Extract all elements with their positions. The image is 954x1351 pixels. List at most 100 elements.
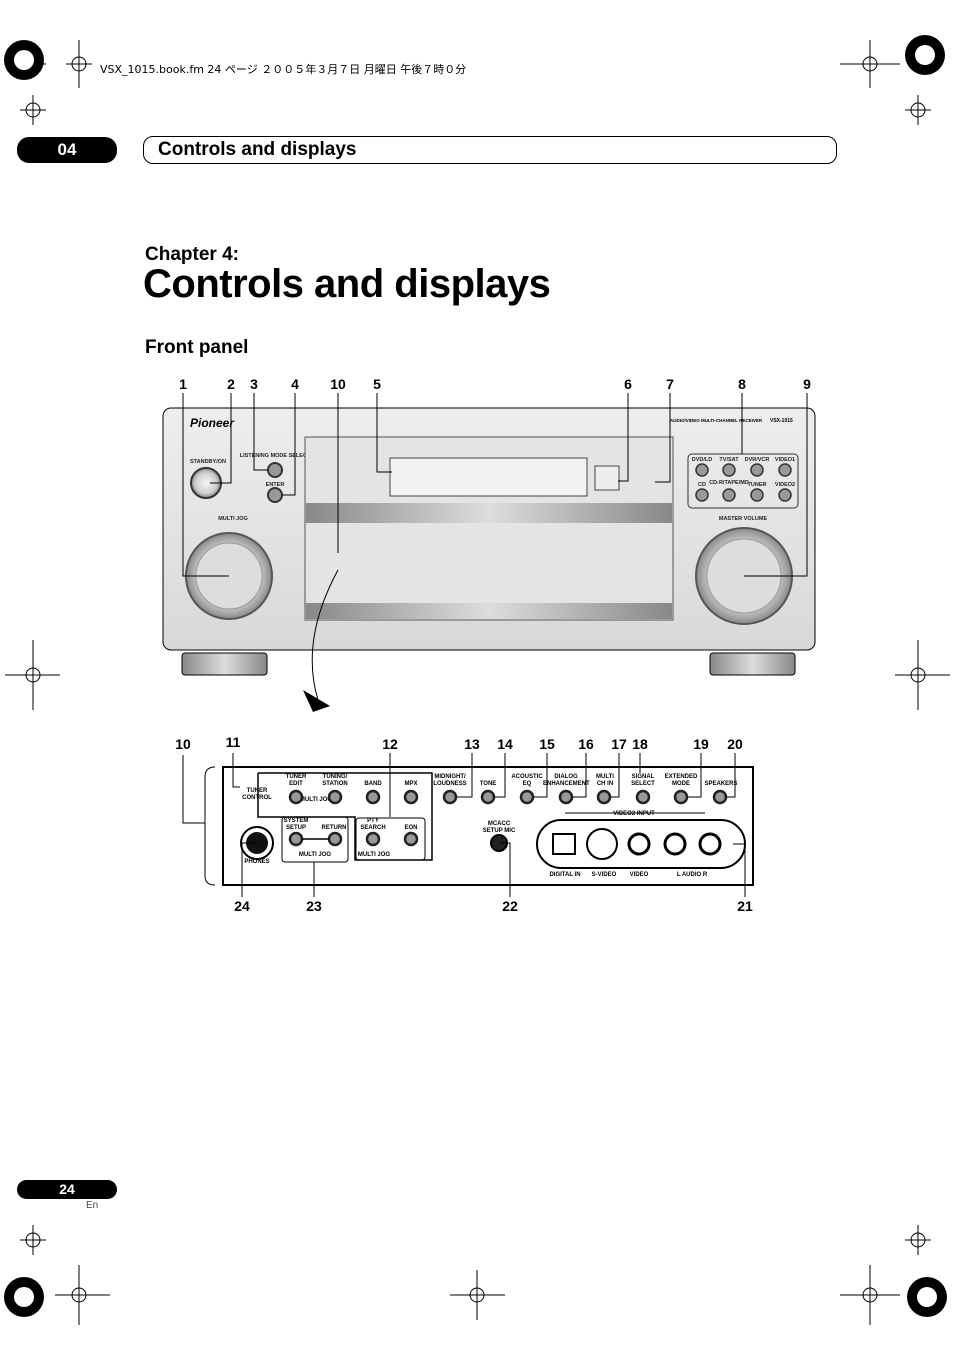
diagram-circle xyxy=(673,789,689,805)
sub-callout-lines xyxy=(232,753,746,897)
diagram-circle xyxy=(596,789,612,805)
diagram-rect xyxy=(389,457,588,497)
sub-callouts-top-8-label: 18 xyxy=(632,736,648,752)
pty-search-label: PTY SEARCH xyxy=(360,818,386,831)
diagram-circle xyxy=(442,789,458,805)
diagram-circle xyxy=(327,831,343,847)
diagram-circle xyxy=(722,463,736,477)
sub-callouts-top-9-label: 19 xyxy=(693,736,709,752)
sub-panel-band-label: BAND xyxy=(364,781,382,787)
mcacc-setup-mic-label: MCACC SETUP MIC xyxy=(482,821,516,834)
sub-panel-multi-jog-label: MULTI JOG xyxy=(299,852,332,858)
diagram-polyline xyxy=(688,753,702,798)
running-title: Controls and displays xyxy=(158,139,357,160)
front-callouts-1-label: 2 xyxy=(227,376,235,392)
chapter-label: Chapter 4: xyxy=(145,244,239,265)
diagram-rect xyxy=(181,652,268,676)
acoustic-eq-label: ACOUSTIC EQ xyxy=(511,774,543,787)
diagram-rect xyxy=(687,453,799,509)
diagram-polyline xyxy=(495,753,506,798)
receiver-inputs-1-label: TV/SAT xyxy=(719,457,739,463)
sub-callouts-top-1-label: 11 xyxy=(226,734,241,750)
receiver-inputs-0-label: DVD/LD xyxy=(692,457,713,463)
language-code: En xyxy=(86,1200,99,1211)
sub-panel-audio-label: L AUDIO R xyxy=(677,872,708,878)
sub-callouts-top-2-label: 12 xyxy=(382,736,398,752)
sub-panel-s-video-label: S-VIDEO xyxy=(592,872,617,878)
diagram-polyline xyxy=(182,393,229,577)
diagram-polyline xyxy=(573,753,587,798)
sub-panel-multi-jog-label: MULTI JOG xyxy=(358,852,391,858)
sub-panel-phones-label: PHONES xyxy=(244,859,269,865)
front-callouts-9-label: 9 xyxy=(803,376,811,392)
diagram-circle xyxy=(403,831,419,847)
receiver-front: Pioneer AUDIO/VIDEO MULTI-CHANNEL RECEIV… xyxy=(162,407,816,676)
return-label: RETURN xyxy=(321,825,347,831)
tuning-station-label: TUNING/ STATION xyxy=(322,774,348,787)
diagram-circle xyxy=(750,463,764,477)
diagram-circle xyxy=(558,789,574,805)
front-callouts-5-label: 5 xyxy=(373,376,381,392)
diagram-rect xyxy=(306,603,672,619)
front-callouts-2-label: 3 xyxy=(250,376,258,392)
input-selector-buttons: DVD/LD TV/SAT DVR/VCR VIDEO1 CD CD-R/TAP… xyxy=(692,457,795,502)
sub-callouts-top-0-label: 10 xyxy=(175,736,191,752)
diagram-circle xyxy=(663,832,687,856)
arrow-icon xyxy=(303,690,330,712)
diagram-rect xyxy=(594,465,620,491)
sub-panel-multi-jog-label: MULTI JOG xyxy=(300,797,333,803)
sub-callouts-bottom-3-label: 21 xyxy=(737,898,753,914)
receiver-enter-label: ENTER xyxy=(266,482,285,488)
diagram-circle xyxy=(14,1287,34,1307)
extended-mode-label: EXTENDED MODE xyxy=(664,774,698,787)
diagram-circle xyxy=(778,463,792,477)
diagram-polyline xyxy=(376,393,392,473)
chapter-number-tab: 04 xyxy=(17,137,117,163)
receiver-inputs-3-label: VIDEO1 xyxy=(775,457,795,463)
sub-callouts-top-10-label: 20 xyxy=(727,736,743,752)
diagram-circle xyxy=(917,1287,937,1307)
diagram-rect xyxy=(281,816,349,863)
diagram-circle xyxy=(627,832,651,856)
diagram-circle xyxy=(365,789,381,805)
diagram-polyline xyxy=(618,393,629,482)
receiver-inputs-7-label: VIDEO2 xyxy=(775,482,795,488)
diagram-circle xyxy=(635,789,651,805)
diagram-polyline xyxy=(655,393,671,483)
diagram-g: BAND MPX TONE SPEAKERS EON MULTI JOG MUL… xyxy=(244,781,737,878)
signal-select-label: SIGNAL SELECT xyxy=(631,774,655,787)
sub-callouts-top-4-label: 14 xyxy=(497,736,513,752)
diagram-circle xyxy=(712,789,728,805)
registration-targets xyxy=(4,35,947,1317)
diagram-polyline xyxy=(611,753,620,798)
sub-panel-speakers-label: SPEAKERS xyxy=(704,781,737,787)
receiver-multi-jog-label: MULTI JOG xyxy=(218,516,248,522)
front-callouts-3-label: 4 xyxy=(291,376,299,392)
diagram-polyline xyxy=(744,393,808,577)
sub-callouts-top-3-label: 13 xyxy=(464,736,480,752)
diagram-circle xyxy=(403,789,419,805)
receiver-standby-label: STANDBY/ON xyxy=(190,459,226,465)
front-callouts-4-label: 10 xyxy=(330,376,346,392)
diagram-circle xyxy=(267,462,283,478)
diagram-path xyxy=(311,569,339,701)
receiver-inputs-5-label: CD-R/TAPE/MD xyxy=(709,480,749,486)
diagram-rect xyxy=(355,817,426,861)
panel-buttons xyxy=(288,789,728,847)
diagram-polyline xyxy=(457,753,473,798)
diagram-circle xyxy=(288,831,304,847)
receiver-inputs-2-label: DVR/VCR xyxy=(745,457,770,463)
diagram-circle xyxy=(480,789,496,805)
brand-logo: Pioneer xyxy=(190,416,235,430)
front-callouts-7-label: 7 xyxy=(666,376,674,392)
diagram-circle xyxy=(698,832,722,856)
diagram-polyline xyxy=(534,753,548,798)
diagram-circle xyxy=(915,45,935,65)
page-title: Controls and displays xyxy=(143,262,551,306)
sub-callouts-bottom-2-label: 22 xyxy=(502,898,518,914)
diagram-polyline xyxy=(500,842,511,897)
receiver-inputs-4-label: CD xyxy=(698,482,706,488)
diagram-rect xyxy=(709,652,796,676)
